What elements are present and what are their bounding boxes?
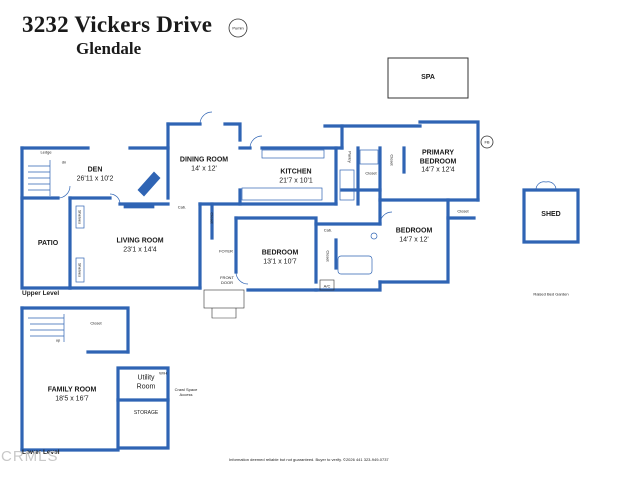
upper-stairs <box>28 160 51 196</box>
label-closet-primary: Closet <box>389 154 395 166</box>
room-shed: SHED <box>541 210 561 218</box>
room-storage: STORAGE <box>133 410 159 416</box>
property-address: 3232 Vickers Drive <box>22 12 213 37</box>
label-closet-foyer: Closet <box>209 212 215 224</box>
label-shelves-top: Shelves <box>77 209 83 225</box>
label-closet-bath: Closet <box>365 170 377 176</box>
dining-north-wall-right <box>223 122 242 142</box>
label-foyer: FOYER <box>219 248 233 254</box>
label-raised-bed: Raised Bed Garden <box>533 291 569 297</box>
label-closet-bath2: Closet <box>325 250 331 262</box>
label-pantry: Pantry <box>347 151 353 163</box>
label-fb: FB <box>484 139 490 145</box>
label-pumin: Pumin <box>232 25 244 31</box>
bath2-south <box>314 280 382 292</box>
dining-south-wall <box>198 188 242 206</box>
level-upper-label: Upper Level <box>22 290 60 297</box>
utility-walls <box>116 366 170 450</box>
label-ac: A/C <box>323 283 331 289</box>
label-closet-bedroom2: Closet <box>457 208 469 214</box>
label-cab-living: Cab. <box>177 204 187 210</box>
label-up: up <box>55 337 61 343</box>
property-city: Glendale <box>76 39 142 58</box>
label-closet-lower: Closet <box>90 320 102 326</box>
label-dn: dn <box>61 159 67 165</box>
level-lower-label: Lower Level <box>22 449 60 456</box>
lower-north-wall <box>20 306 130 354</box>
den-west-wall <box>20 146 60 200</box>
room-patio: PATIO <box>37 239 59 247</box>
room-utility: Utility Room <box>136 374 156 391</box>
label-front-door: FRONT DOOR <box>220 275 234 285</box>
watermark: CRMLS <box>1 448 59 465</box>
lower-stairs <box>28 314 65 342</box>
shed-walls <box>522 188 580 244</box>
label-ledge: Ledge <box>40 149 52 155</box>
patio-west-wall <box>20 196 72 290</box>
bedroom1-walls <box>234 216 318 284</box>
door-arc-patio <box>57 185 71 199</box>
label-crawl-space: Crawl Space Access <box>174 387 198 397</box>
label-cab-bath: Cab. <box>323 227 333 233</box>
pantry-wall <box>323 124 344 150</box>
door-arc-den <box>109 193 121 205</box>
label-shelves-bottom: Shelves <box>77 262 83 278</box>
disclaimer: Information deemed reliable but not guar… <box>229 457 389 462</box>
label-wh: W/H <box>159 370 167 376</box>
room-spa: SPA <box>421 73 435 81</box>
primary-north-east <box>418 120 480 202</box>
bedroom2-south-east <box>378 198 450 284</box>
